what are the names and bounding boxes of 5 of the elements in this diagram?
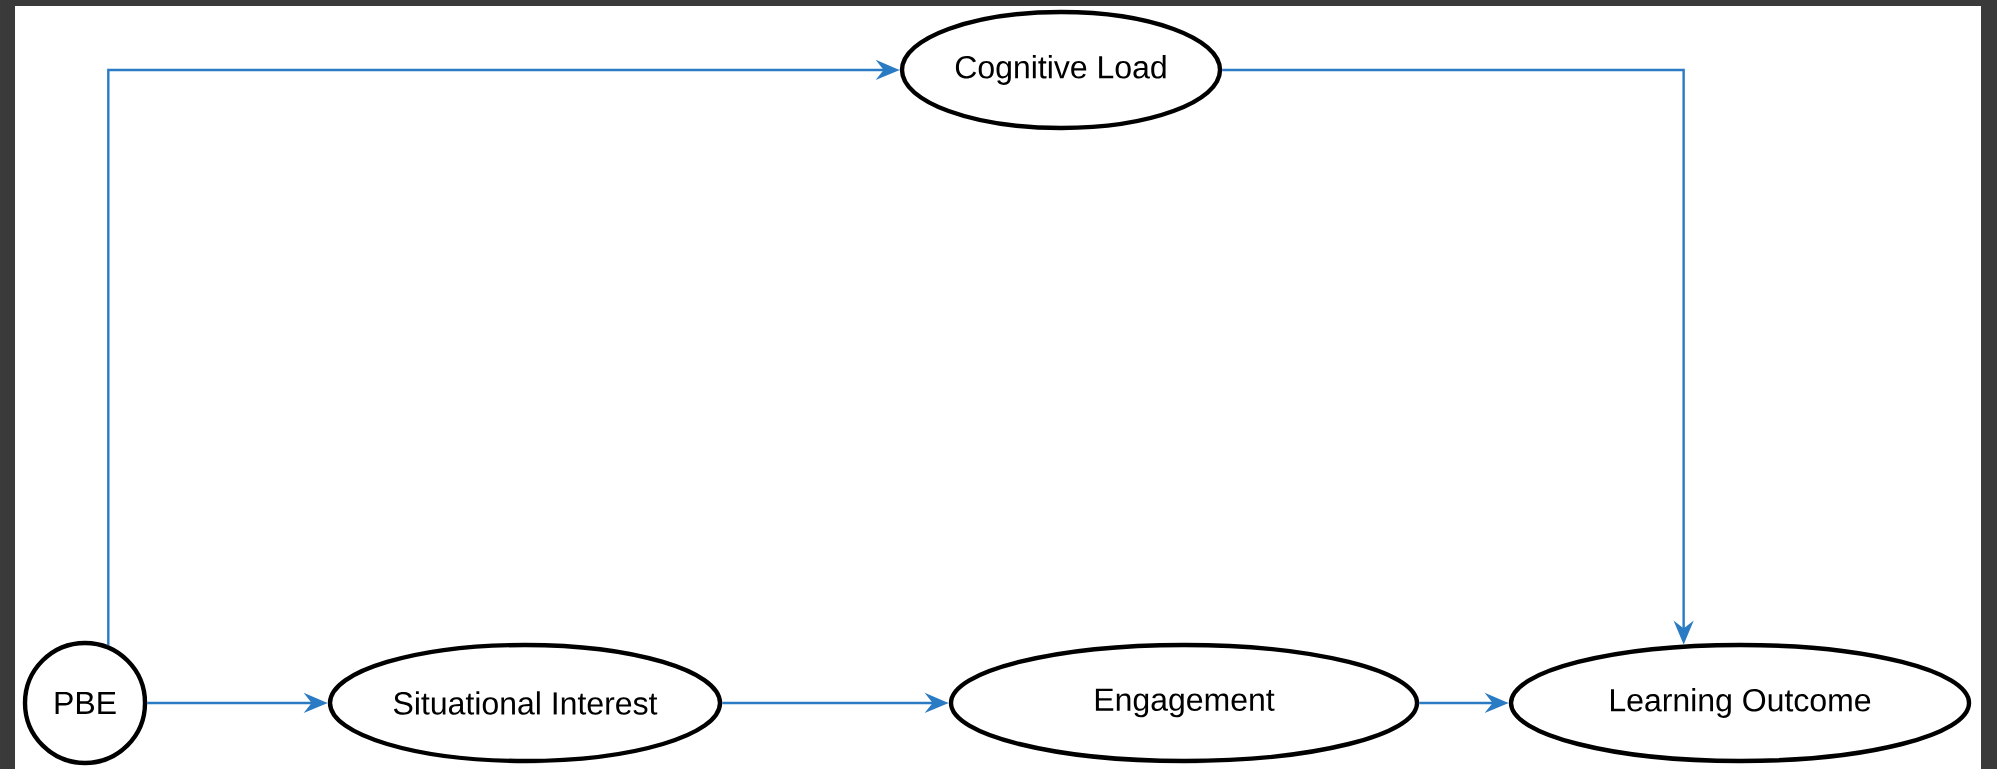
ellipse-node: Cognitive Load xyxy=(899,9,1223,131)
circle-node: PBE xyxy=(22,640,148,766)
ellipse-node: Learning Outcome xyxy=(1508,642,1972,764)
ellipse-node: Situational Interest xyxy=(327,642,723,764)
ellipse-node: Engagement xyxy=(948,642,1420,764)
